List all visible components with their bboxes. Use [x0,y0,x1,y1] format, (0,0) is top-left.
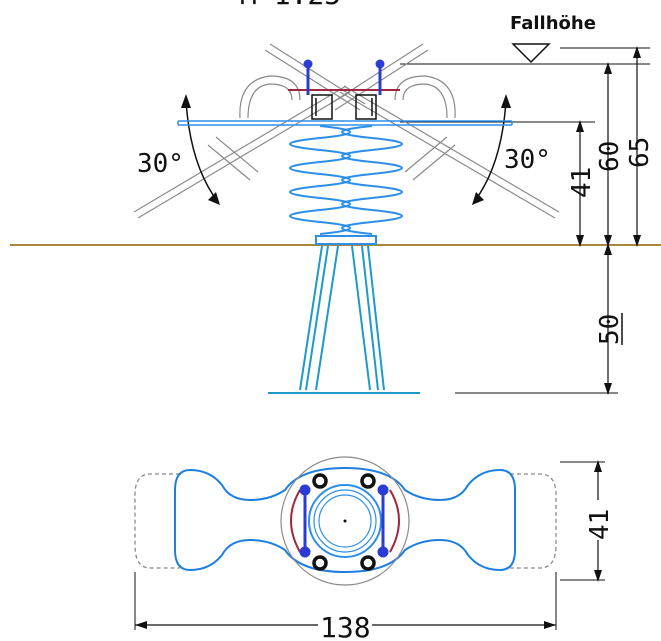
handle-bars-top [299,484,389,558]
vertical-dim-arrows [576,46,641,395]
dim-height-fall: 60 [595,141,625,172]
left-angle-arc [185,99,219,203]
dim-height-seat: 41 [567,167,597,198]
dim-depth-foundation: 50 [595,314,625,345]
dim-length-total: 138 [320,611,371,641]
hub-circle [280,456,410,586]
dim-height-total: 65 [625,137,655,168]
right-angle-arc [473,99,507,203]
angle-right-label: 30° [504,145,551,175]
left-angle-arrow-bottom [208,192,220,205]
handles-side [303,59,385,95]
seat-plate [177,120,513,126]
dim-width-arrow-top [594,460,602,472]
fall-height-label: Fallhöhe [510,13,596,34]
right-frame-rails [329,43,560,219]
top-view: 41 138 [134,456,615,641]
dim-width-gap [590,500,606,540]
spring [289,125,403,245]
left-frame-rails [133,43,366,219]
seat-outline-top [174,466,516,574]
dim-width-arrow-bottom [594,570,602,582]
vertical-dim-lines [579,48,638,393]
scale-label: M 1:25 [240,0,341,11]
center-tube-inner [318,494,372,548]
angle-left-label: 30° [137,149,184,179]
foundation-posts [268,245,420,394]
side-view: Fallhöhe 30 [10,13,661,395]
red-arc-left [290,489,301,553]
left-pad-dashed [134,473,180,569]
red-arc-right [389,489,400,553]
center-tube-outer [308,484,382,558]
dim-width-top: 41 [585,509,615,540]
left-angle-arrow-top [181,94,191,108]
hub-block [311,94,377,120]
dim-length-arrow-right [544,621,556,629]
right-angle-arrow-top [501,94,511,108]
center-point [343,519,347,523]
right-angle-arrow-bottom [472,192,484,205]
right-pad-dashed [510,473,557,569]
dim-length-arrow-left [135,621,147,629]
center-tube-mid [313,489,377,553]
fall-height-marker [511,43,551,64]
bolts [312,473,376,571]
